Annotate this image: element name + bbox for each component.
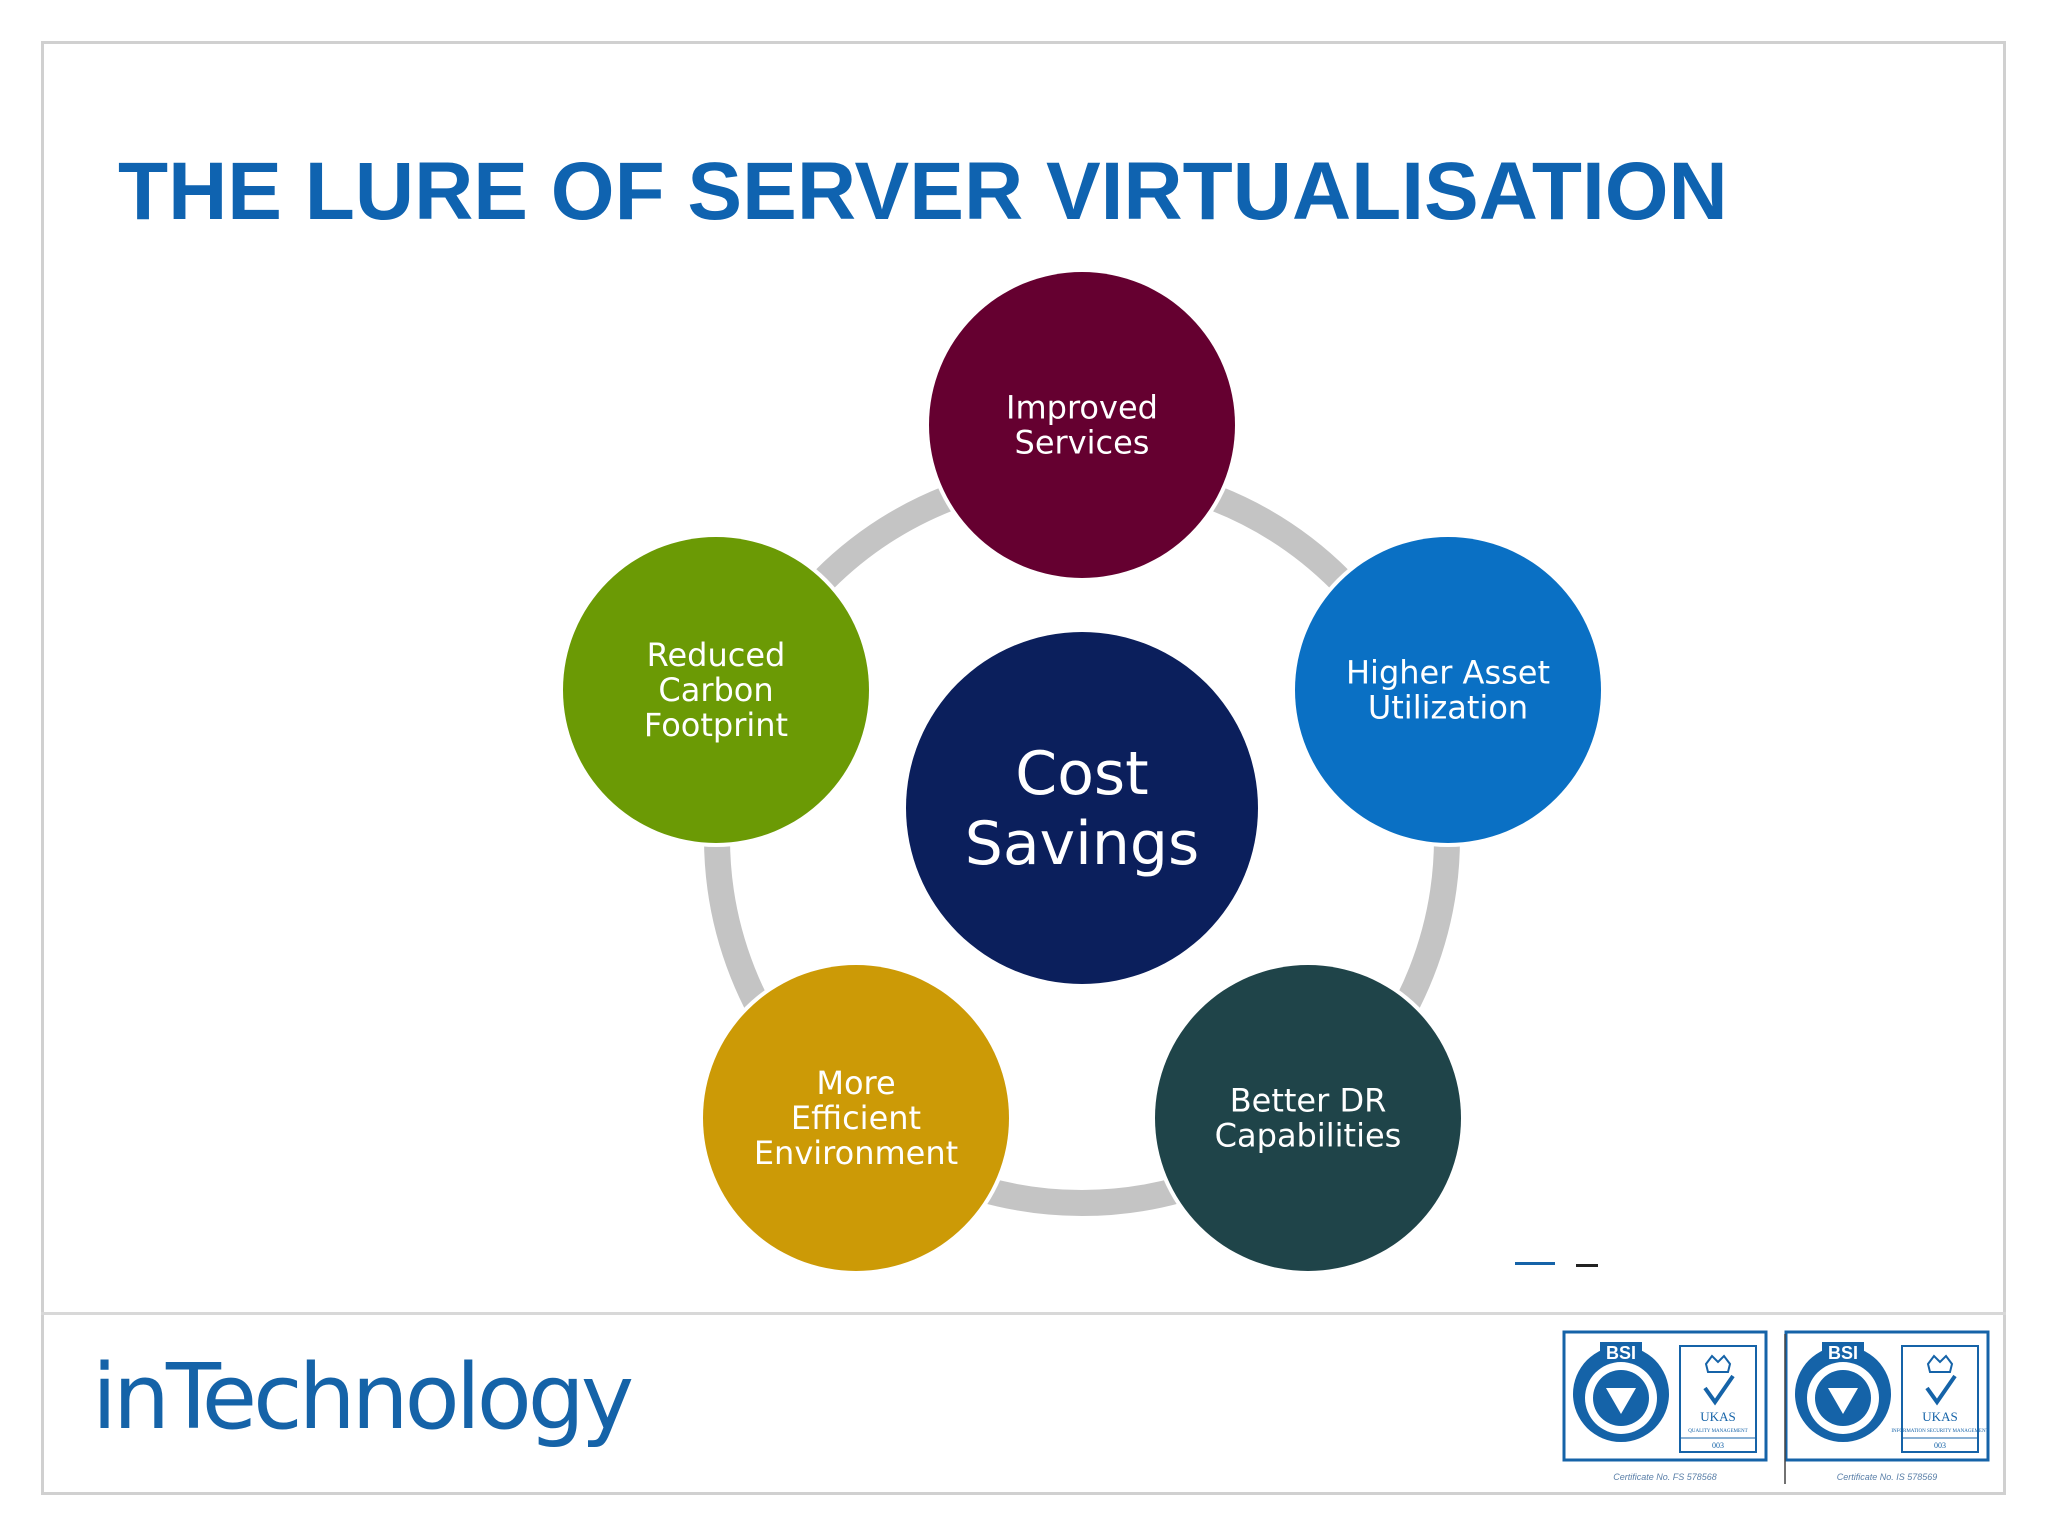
ukas-scheme: QUALITY MANAGEMENT: [1688, 1429, 1747, 1434]
ukas-mark-icon: UKAS INFORMATION SECURITY MANAGEMENT 003: [1891, 1345, 1989, 1453]
reduced-carbon-footprint-label: Footprint: [644, 706, 788, 744]
bsi-kitemark-icon: BSI: [1795, 1342, 1891, 1442]
improved-services-circle: [929, 272, 1235, 578]
higher-asset-utilization-label: Utilization: [1368, 689, 1528, 727]
certificate-number: Certificate No. IS 578569: [1837, 1472, 1938, 1482]
cost-savings-label: Savings: [965, 809, 1199, 879]
certificate-badge: BSI UKAS QUALITY MANAGEMENT 003Certificate …: [1562, 1330, 1768, 1482]
better-dr-capabilities-circle: [1155, 965, 1461, 1271]
ukas-mark-icon: UKAS QUALITY MANAGEMENT 003: [1679, 1345, 1757, 1453]
bsi-label: BSI: [1606, 1343, 1636, 1363]
footer-divider: [41, 1312, 2006, 1315]
bsi-label: BSI: [1828, 1343, 1858, 1363]
slide-title: THE LURE OF SERVER VIRTUALISATION: [118, 146, 1728, 237]
ukas-label: UKAS: [1700, 1409, 1735, 1424]
ukas-number: 003: [1934, 1441, 1946, 1450]
certificate-badge: BSI UKAS INFORMATION SECURITY MANAGEMENT 00…: [1784, 1330, 1990, 1482]
ukas-number: 003: [1712, 1441, 1724, 1450]
certificate-number: Certificate No. FS 578568: [1613, 1472, 1717, 1482]
reduced-carbon-footprint-label: Reduced: [647, 636, 786, 674]
ukas-scheme: INFORMATION SECURITY MANAGEMENT: [1891, 1429, 1988, 1434]
small-mark: [1515, 1262, 1598, 1267]
better-dr-capabilities-label: Capabilities: [1215, 1117, 1402, 1155]
cost-savings-label: Cost: [1015, 739, 1148, 809]
certification-badges: BSI UKAS QUALITY MANAGEMENT 003Certificate …: [1562, 1330, 1990, 1484]
more-efficient-environment-label: Efficient: [791, 1099, 921, 1137]
better-dr-capabilities-label: Better DR: [1230, 1082, 1387, 1120]
more-efficient-environment-label: More: [816, 1064, 895, 1102]
cost-savings-circle: [906, 632, 1258, 984]
intechnology-logo: inTechnology: [92, 1345, 634, 1450]
more-efficient-environment-circle: [703, 965, 1009, 1271]
improved-services-label: Improved: [1006, 389, 1158, 427]
improved-services-label: Services: [1015, 424, 1150, 462]
reduced-carbon-footprint-circle: [563, 537, 869, 843]
reduced-carbon-footprint-label: Carbon: [658, 671, 773, 709]
more-efficient-environment-label: Environment: [754, 1134, 958, 1172]
higher-asset-utilization-circle: [1295, 537, 1601, 843]
higher-asset-utilization-label: Higher Asset: [1346, 654, 1550, 692]
ukas-label: UKAS: [1922, 1409, 1957, 1424]
bsi-kitemark-icon: BSI: [1573, 1342, 1669, 1442]
